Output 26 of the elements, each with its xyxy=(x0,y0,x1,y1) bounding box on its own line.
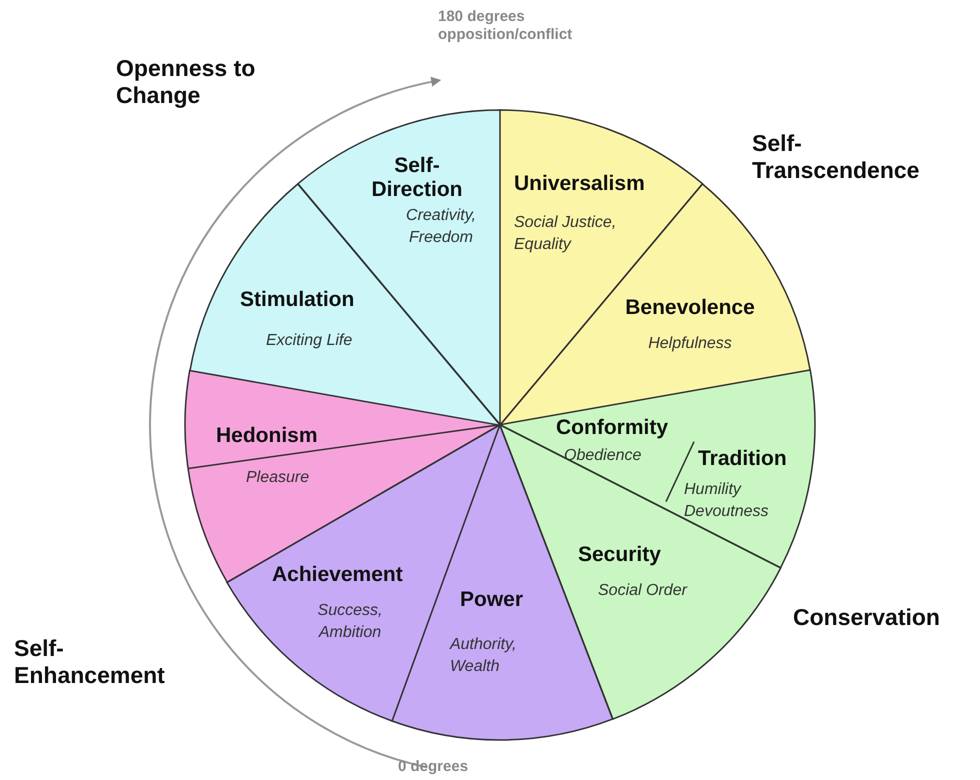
value-name: Self-Direction xyxy=(370,154,464,202)
value-examples: Success, Ambition xyxy=(316,601,384,643)
dimension-label: Self-Transcendence xyxy=(752,130,920,184)
angle-note: 180 degrees opposition/conflict xyxy=(438,8,574,44)
value-examples: Authority, Wealth xyxy=(450,635,518,677)
angle-note: 0 degrees xyxy=(398,758,470,776)
value-name: Stimulation xyxy=(240,288,356,312)
value-name: Conformity xyxy=(556,416,669,440)
value-name: Power xyxy=(460,588,524,612)
dimension-label: Openness to Change xyxy=(116,55,256,109)
value-name: Hedonism xyxy=(216,424,319,448)
value-name: Achievement xyxy=(272,563,404,587)
value-examples: Social Order xyxy=(598,581,688,601)
value-examples: Obedience xyxy=(564,446,642,466)
value-name: Tradition xyxy=(698,446,788,471)
value-examples: Helpfulness xyxy=(647,334,733,354)
dimension-label: Self-Enhancement xyxy=(14,635,166,689)
dimension-label: Conservation xyxy=(793,604,941,631)
value-examples: Social Justice, Equality xyxy=(514,213,618,255)
value-examples: Exciting Life xyxy=(266,330,354,351)
value-name: Benevolence xyxy=(624,296,756,320)
value-name: Universalism xyxy=(514,172,646,196)
value-examples: Pleasure xyxy=(246,468,310,488)
value-examples: Humility Devoutness xyxy=(684,480,770,522)
value-name: Security xyxy=(578,543,662,567)
value-examples: Creativity, Freedom xyxy=(405,206,477,248)
